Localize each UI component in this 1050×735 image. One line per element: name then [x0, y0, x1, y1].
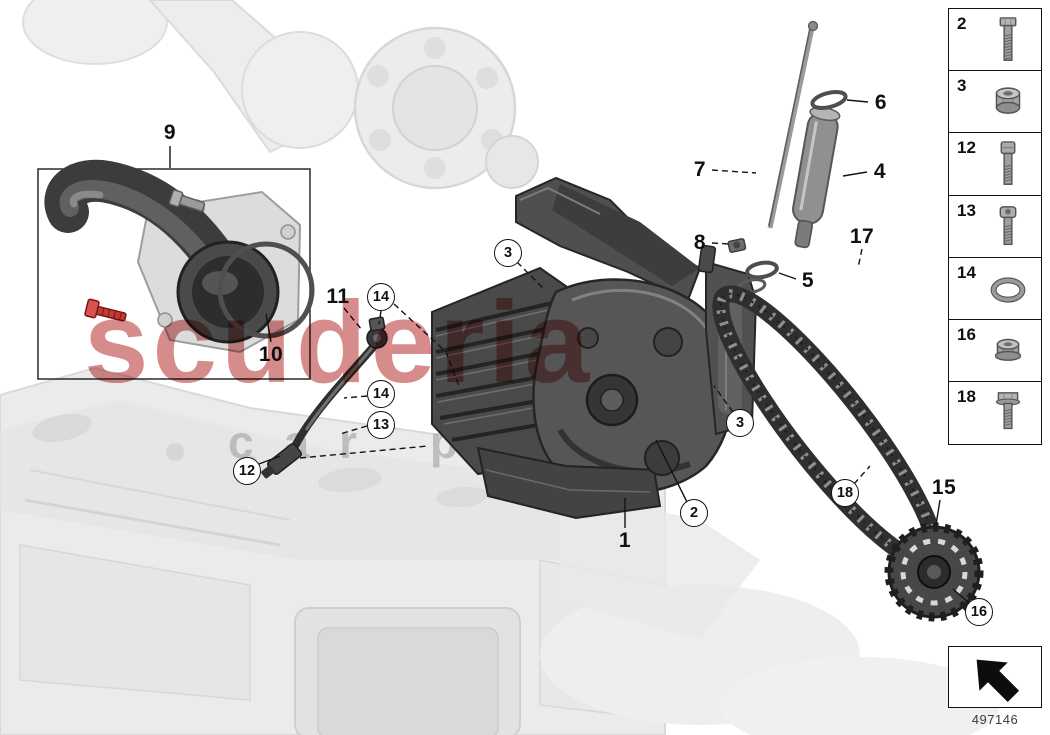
fitting-8: [727, 238, 747, 253]
legend-item-16[interactable]: 16: [948, 319, 1042, 384]
callout-14-upper[interactable]: 14: [367, 283, 395, 311]
hex-nut-icon: [995, 87, 1021, 115]
small-bolt: [168, 189, 206, 212]
legend-item-14[interactable]: 14: [948, 256, 1042, 321]
callout-5[interactable]: 5: [801, 269, 815, 292]
o-ring-10: [217, 241, 315, 339]
callout-3-upper[interactable]: 3: [494, 239, 522, 267]
callout-1[interactable]: 1: [618, 529, 632, 552]
callout-7[interactable]: 7: [693, 158, 707, 181]
callout-2[interactable]: 2: [680, 499, 708, 527]
callout-14-lower[interactable]: 14: [367, 380, 395, 408]
callout-4[interactable]: 4: [873, 160, 887, 183]
legend-item-label: 14: [957, 262, 976, 282]
callout-17[interactable]: 17: [849, 225, 875, 248]
dipstick-guide-tube-part[interactable]: [727, 20, 848, 295]
legend-item-label: 3: [957, 76, 967, 96]
hex-flange-bolt-icon: [995, 392, 1021, 430]
legend-item-12[interactable]: 12: [948, 132, 1042, 197]
callout-11[interactable]: 11: [326, 285, 350, 308]
o-ring-6: [810, 90, 848, 110]
legend-item-label: 2: [957, 14, 967, 33]
callout-3-right[interactable]: 3: [726, 409, 754, 437]
socket-head-bolt-icon: [999, 205, 1017, 245]
callout-lines: [169, 99, 970, 604]
oil-pump-part[interactable]: [431, 176, 758, 520]
sprocket-part[interactable]: [884, 522, 984, 622]
callout-13[interactable]: 13: [367, 411, 395, 439]
direction-arrow-icon: [976, 659, 1020, 703]
cylinder-head-bolt-icon: [1000, 141, 1016, 186]
legend-item-label: 12: [957, 138, 976, 158]
legend-item-label: 16: [957, 325, 976, 345]
intake-pipe-part[interactable]: [37, 159, 315, 380]
diagram-part-number: 497146: [971, 712, 1019, 727]
o-ring-5: [745, 260, 779, 280]
highlighted-red-screw: [84, 298, 127, 322]
o-ring-icon: [990, 277, 1026, 303]
legend-item-label: 18: [957, 387, 976, 407]
oil-pipe-part[interactable]: [259, 316, 388, 482]
callout-6[interactable]: 6: [874, 91, 888, 114]
legend-item-3[interactable]: 3: [948, 70, 1042, 135]
callout-15[interactable]: 15: [931, 476, 957, 499]
legend-item-label: 13: [957, 200, 976, 220]
callout-12[interactable]: 12: [233, 457, 261, 485]
callout-16[interactable]: 16: [965, 598, 993, 626]
hex-bolt-long-icon: [999, 17, 1017, 61]
legend-item-18[interactable]: 18: [948, 381, 1042, 446]
watermark-primary: scuderia: [84, 277, 593, 407]
direction-arrow-box: [948, 646, 1042, 708]
fastener-legend: 2 3: [948, 8, 1042, 446]
hex-flange-nut-icon: [994, 338, 1022, 361]
legend-item-2[interactable]: 2: [948, 8, 1042, 72]
callout-18[interactable]: 18: [831, 479, 859, 507]
callout-8[interactable]: 8: [693, 231, 707, 254]
legend-item-13[interactable]: 13: [948, 194, 1042, 259]
callout-9[interactable]: 9: [163, 121, 177, 144]
callout-10[interactable]: 10: [258, 343, 284, 366]
sensor-plug: [261, 443, 303, 479]
